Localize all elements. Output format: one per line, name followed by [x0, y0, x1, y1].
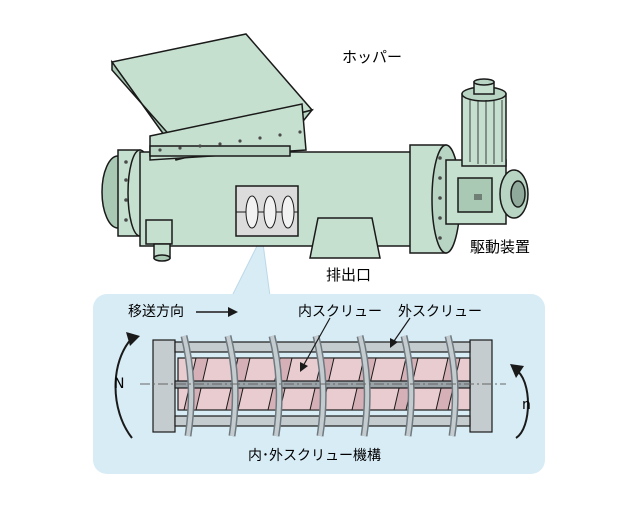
outer-screw-leader — [391, 317, 411, 345]
machine-body — [101, 33, 529, 262]
transfer-direction-label: 移送方向 — [128, 304, 184, 320]
big-n-label: N — [114, 376, 125, 392]
left-end-plate — [152, 339, 176, 433]
transfer-arrow-head — [228, 307, 238, 317]
rotation-arrow-left — [114, 337, 133, 439]
inlet-pipe — [145, 219, 173, 245]
inner-screw-leader — [301, 317, 331, 369]
outer-screw-label: 外スクリュー — [398, 304, 482, 320]
flange-bolts — [124, 130, 442, 240]
outlet-label: 排出口 — [326, 266, 372, 284]
screw-assembly — [140, 335, 506, 437]
mechanism-label: 内･外スクリュー機構 — [248, 448, 381, 464]
rotation-arrow-right — [515, 369, 529, 439]
inner-screw-label: 内スクリュー — [298, 304, 382, 320]
discharge-outlet — [309, 217, 381, 259]
small-n-label: n — [522, 397, 531, 413]
motor — [461, 93, 507, 167]
hopper-label: ホッパー — [342, 48, 403, 66]
drive-label: 駆動装置 — [470, 238, 531, 256]
right-end-plate — [469, 339, 493, 433]
